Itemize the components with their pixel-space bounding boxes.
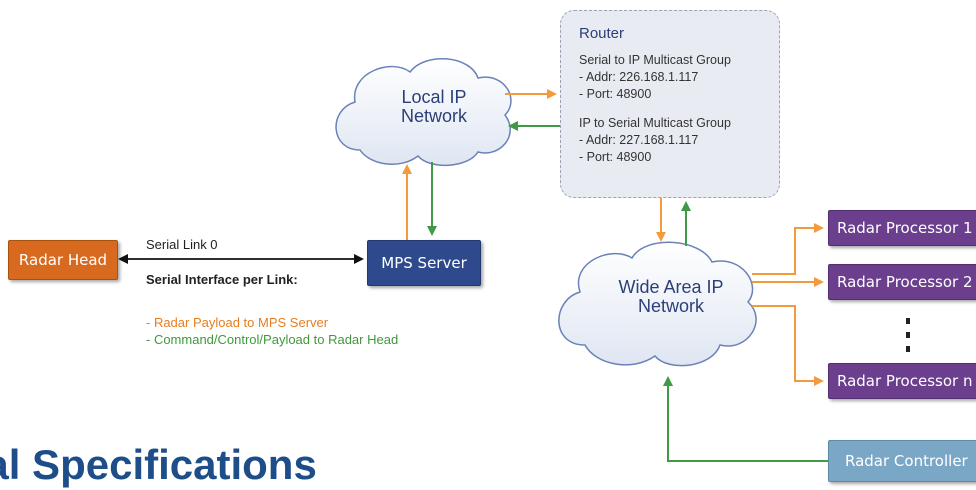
local-ip-network-line1: Local IP: [401, 87, 467, 107]
arrow-wan-to-processor-1: [752, 223, 824, 275]
router-group2-title: IP to Serial Multicast Group: [579, 116, 731, 130]
section-heading: cal Specifications: [0, 441, 317, 488]
wan-label: Wide Area IP Network: [596, 278, 746, 316]
local-ip-network-label: Local IP Network: [368, 88, 500, 126]
router-group1-addr: - Addr: 226.168.1.117: [579, 70, 699, 84]
serial-link-label: Serial Link 0: [146, 237, 218, 252]
wan-line2: Network: [637, 296, 704, 316]
radar-processor-2-node: Radar Processor 2: [828, 264, 976, 300]
mps-server-node: MPS Server: [367, 240, 481, 286]
radar-processor-n-node: Radar Processor n: [828, 363, 976, 399]
router-group2-addr: - Addr: 227.168.1.117: [579, 133, 699, 147]
legend-orange-item: - Radar Payload to MPS Server: [146, 315, 329, 330]
router-group1-port: - Port: 48900: [579, 87, 652, 101]
radar-processor-1-node: Radar Processor 1: [828, 210, 976, 246]
wan-cloud: [558, 241, 757, 367]
router-title: Router: [579, 25, 625, 42]
wan-line1: Wide Area IP: [618, 277, 724, 297]
radar-controller-node: Radar Controller: [828, 440, 976, 482]
arrow-controller-to-wan: [663, 376, 828, 462]
local-ip-network-line2: Network: [400, 106, 467, 126]
radar-head-node: Radar Head: [8, 240, 118, 280]
router-group1-title: Serial to IP Multicast Group: [579, 53, 731, 67]
router-box: Router Serial to IP Multicast Group - Ad…: [560, 10, 780, 198]
processor-ellipsis: [906, 318, 910, 352]
serial-interface-title: Serial Interface per Link:: [146, 272, 298, 287]
arrow-wan-to-processor-n: [752, 305, 824, 386]
local-ip-cloud: [335, 58, 512, 167]
router-group2-port: - Port: 48900: [579, 150, 652, 164]
legend-green-item: - Command/Control/Payload to Radar Head: [146, 332, 399, 347]
